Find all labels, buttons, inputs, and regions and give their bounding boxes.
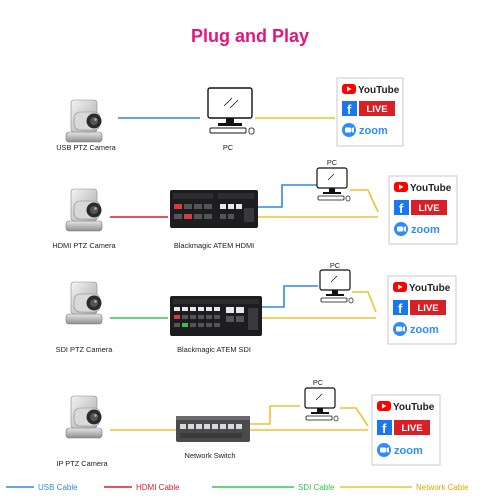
hdmi-camera	[65, 188, 103, 232]
pc-monitor-icon	[304, 387, 339, 422]
camera-label: USB PTZ Camera	[56, 143, 116, 152]
row-usb: USB PTZ Camera PC YouTube	[56, 77, 404, 152]
svg-text:f: f	[347, 102, 352, 117]
youtube-label: YouTube	[409, 283, 451, 294]
device-label: Blackmagic ATEM SDI	[177, 345, 251, 354]
live-label: LIVE	[366, 104, 387, 115]
camera-label: SDI PTZ Camera	[56, 345, 114, 354]
network-cable	[340, 407, 369, 427]
ptz-camera-icon	[65, 281, 103, 325]
platforms-box: YouTube f LIVE zoom	[336, 77, 404, 147]
device-label: Network Switch	[185, 451, 236, 460]
zoom-label: zoom	[394, 445, 423, 457]
svg-text:f: f	[399, 201, 404, 216]
row-ip: IP PTZ Camera Network Switch	[56, 378, 441, 468]
atem-switcher-icon	[170, 296, 262, 336]
facebook-icon: f	[393, 300, 408, 316]
zoom-label: zoom	[411, 224, 440, 236]
legend-network-label: Network Cable	[416, 483, 469, 492]
usb-cable	[262, 285, 318, 308]
youtube-label: YouTube	[393, 402, 435, 413]
camera-label: IP PTZ Camera	[56, 459, 108, 468]
usb-camera	[65, 99, 103, 143]
facebook-icon: f	[394, 200, 409, 216]
legend: USB Cable HDMI Cable SDI Cable Network C…	[6, 483, 469, 492]
youtube-icon	[377, 401, 391, 411]
atem-sdi	[170, 296, 262, 336]
diagram-title: Plug and Play	[190, 26, 310, 46]
legend-network: Network Cable	[340, 483, 469, 492]
legend-usb-label: USB Cable	[38, 483, 78, 492]
pc	[316, 167, 351, 202]
zoom-icon	[377, 443, 391, 457]
pc	[207, 87, 255, 135]
youtube-label: YouTube	[410, 183, 452, 194]
facebook-icon: f	[377, 420, 392, 436]
pc-label: PC	[313, 378, 324, 387]
youtube-icon	[342, 84, 356, 94]
platforms-box: YouTube f LIVE zoom	[371, 394, 441, 466]
legend-sdi: SDI Cable	[212, 483, 335, 492]
svg-text:f: f	[398, 301, 403, 316]
legend-usb: USB Cable	[6, 483, 78, 492]
row-sdi: SDI PTZ Camera	[56, 261, 457, 354]
row-hdmi: HDMI PTZ Camera	[52, 158, 458, 250]
zoom-icon	[342, 123, 356, 137]
network-switch-icon	[176, 416, 250, 442]
zoom-label: zoom	[359, 125, 388, 137]
network-cable	[352, 291, 377, 313]
legend-hdmi-label: HDMI Cable	[136, 483, 180, 492]
svg-text:f: f	[382, 421, 387, 436]
zoom-icon	[393, 322, 407, 336]
usb-cable	[258, 184, 318, 208]
pc	[304, 387, 339, 422]
ip-camera	[65, 395, 103, 439]
pc-label: PC	[223, 143, 234, 152]
youtube-icon	[393, 282, 407, 292]
pc-label: PC	[327, 158, 338, 167]
zoom-label: zoom	[410, 324, 439, 336]
network-cable	[250, 405, 300, 425]
youtube-icon	[394, 182, 408, 192]
atem-hdmi	[170, 190, 258, 228]
ptz-camera-icon	[65, 188, 103, 232]
pc-label: PC	[330, 261, 341, 270]
live-label: LIVE	[417, 303, 438, 314]
platforms-box: YouTube f LIVE zoom	[388, 175, 458, 245]
legend-hdmi: HDMI Cable	[104, 483, 180, 492]
device-label: Blackmagic ATEM HDMI	[174, 241, 254, 250]
live-label: LIVE	[401, 423, 422, 434]
network-switch	[176, 416, 250, 442]
sdi-camera	[65, 281, 103, 325]
ptz-camera-icon	[65, 99, 103, 143]
youtube-label: YouTube	[358, 85, 400, 96]
pc	[319, 269, 354, 304]
live-label: LIVE	[418, 203, 439, 214]
legend-sdi-label: SDI Cable	[298, 483, 335, 492]
zoom-icon	[394, 222, 408, 236]
ptz-camera-icon	[65, 395, 103, 439]
pc-monitor-icon	[207, 87, 255, 135]
platforms-box: YouTube f LIVE zoom	[387, 275, 457, 345]
pc-monitor-icon	[316, 167, 351, 202]
network-cable	[350, 189, 379, 213]
atem-switcher-icon	[170, 190, 258, 228]
facebook-icon: f	[342, 101, 357, 117]
pc-monitor-icon	[319, 269, 354, 304]
camera-label: HDMI PTZ Camera	[52, 241, 116, 250]
